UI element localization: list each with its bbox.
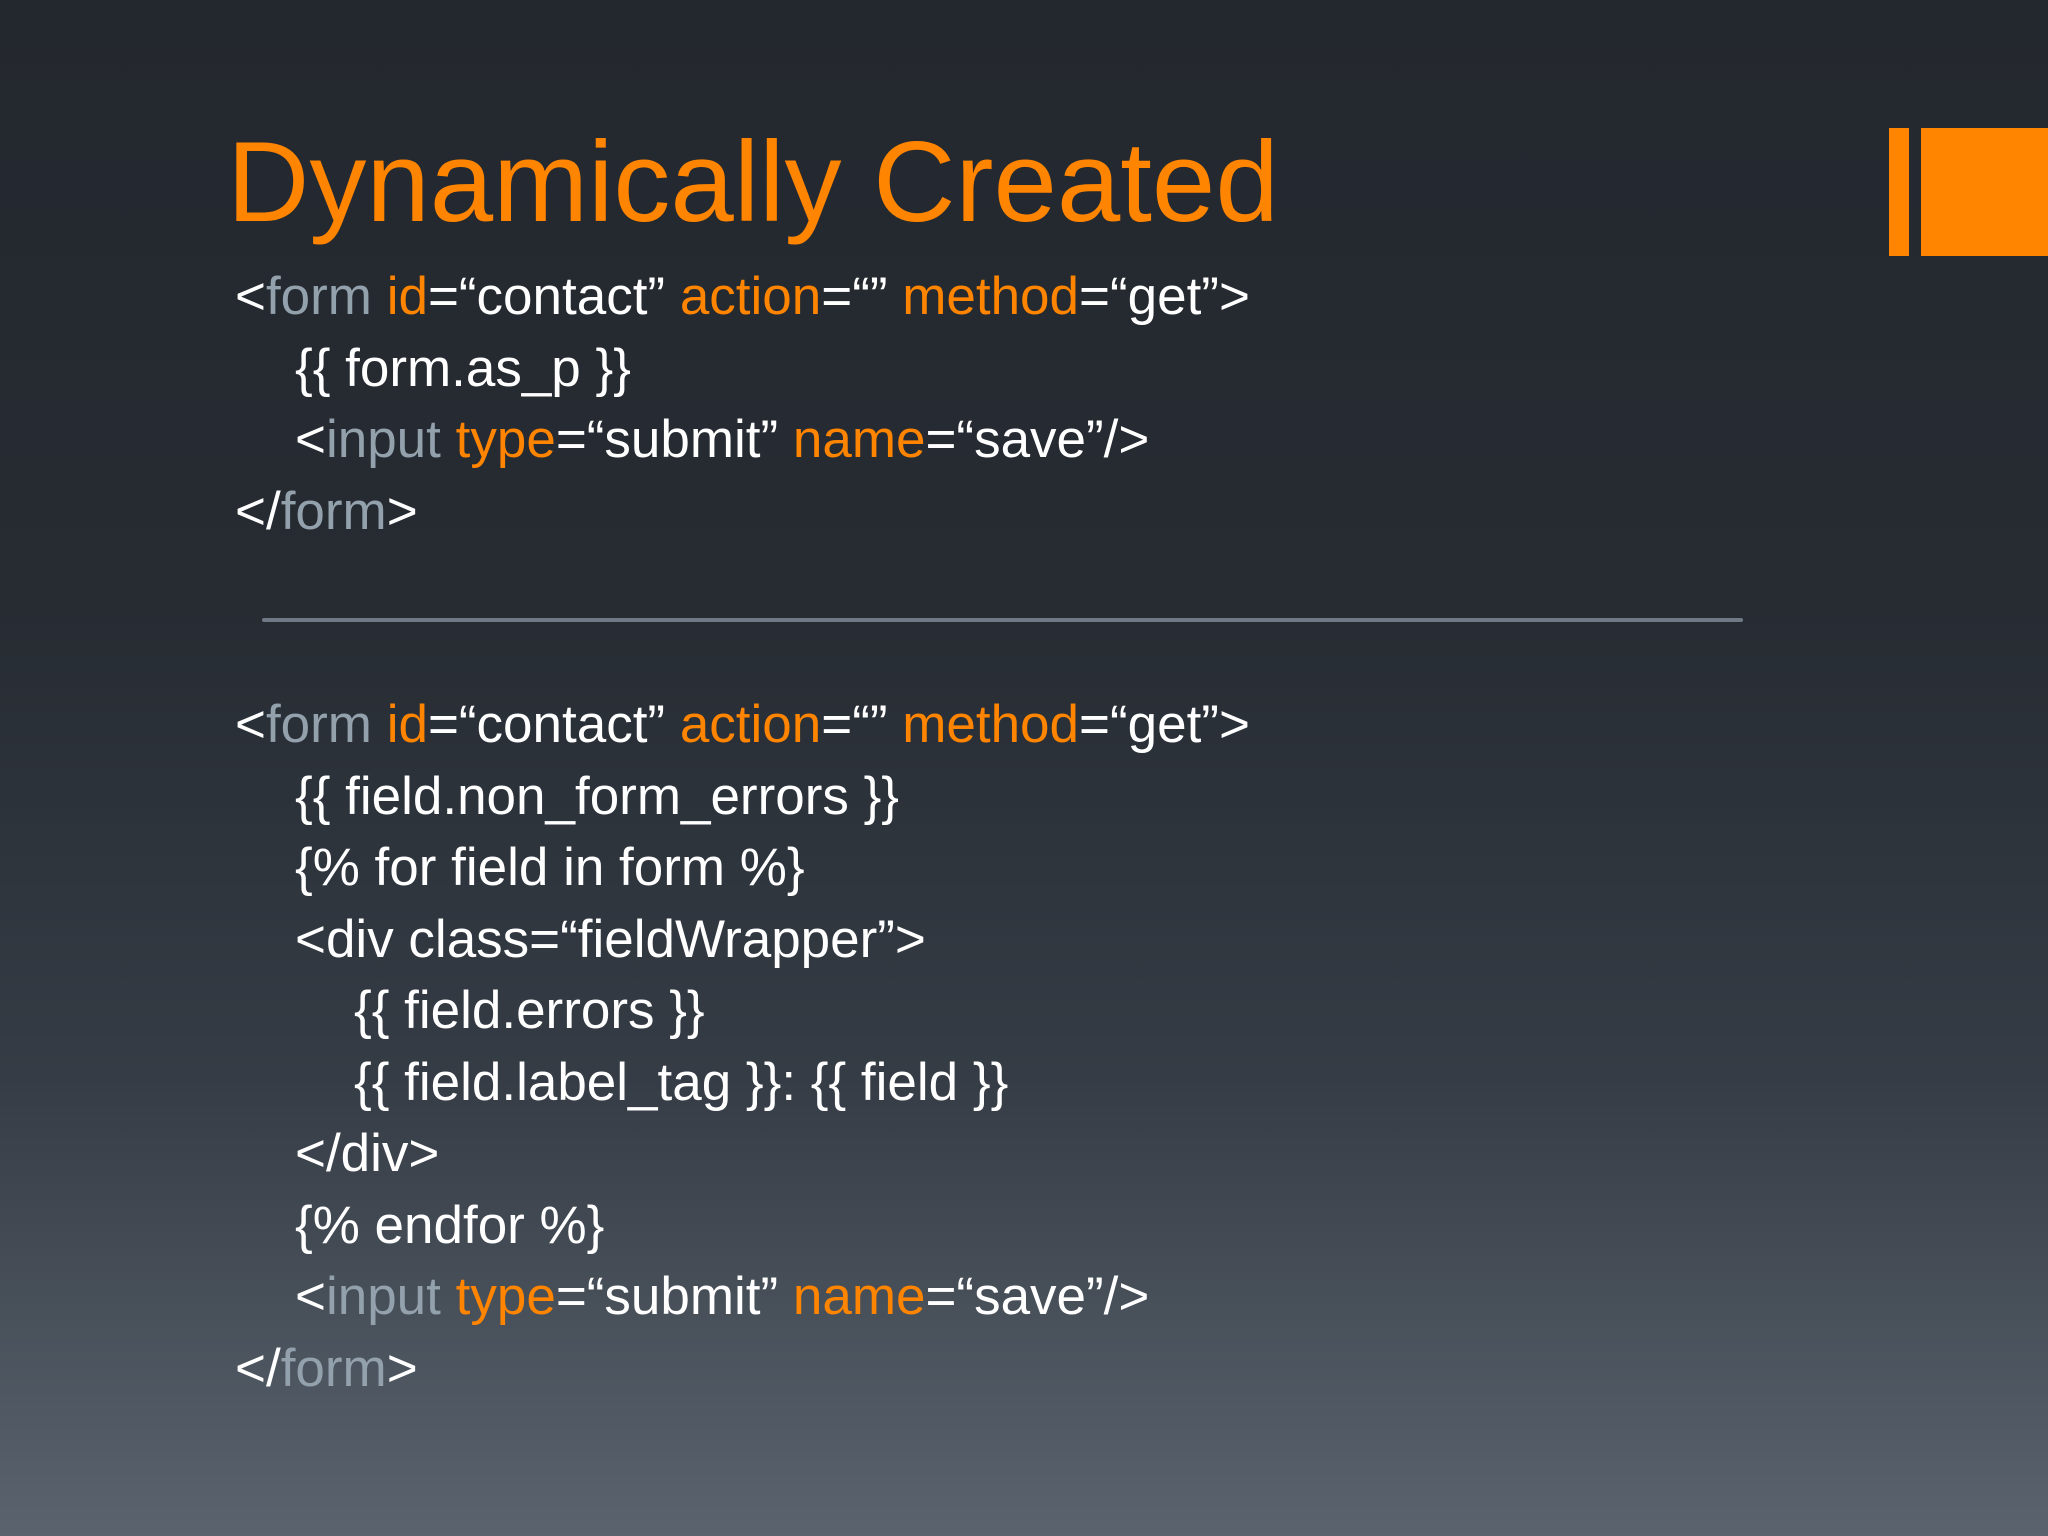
code-text: {% endfor %} [295,1195,605,1255]
code-attribute-name: type [455,1267,556,1326]
code-text: > [386,1338,418,1398]
code-text: =“get”> [1079,695,1250,754]
code-attribute-name: action [679,267,822,326]
code-line: <form id=“contact” action=“” method=“get… [235,689,1250,761]
code-line: {% endfor %} [235,1190,1250,1262]
code-attribute-name: id [386,695,428,754]
code-text: {% for field in form %} [295,838,805,897]
code-text: < [295,410,326,469]
code-block-simple-form: <form id=“contact” action=“” method=“get… [235,261,1250,547]
code-text: =“contact” [427,267,680,326]
code-text: < [295,1267,326,1326]
code-line: <form id=“contact” action=“” method=“get… [235,261,1250,333]
code-tag-name: input [325,1267,441,1326]
code-attribute-name: name [792,410,926,469]
code-line: {% for field in form %} [235,832,1250,904]
code-text: =“save”/> [925,410,1150,469]
code-attribute-name: method [902,695,1080,754]
code-line: </form> [235,1333,1250,1405]
code-text: < [235,267,266,326]
code-text [372,267,387,326]
code-tag-name: input [325,410,441,469]
code-line: {{ form.as_p }} [235,333,1250,405]
section-divider [262,618,1743,622]
code-block-dynamic-form: <form id=“contact” action=“” method=“get… [235,689,1250,1404]
code-line: </form> [235,476,1250,548]
code-attribute-name: method [902,267,1080,326]
code-line: {{ field.label_tag }}: {{ field }} [235,1047,1250,1119]
code-line: </div> [235,1118,1250,1190]
code-text: =“save”/> [925,1267,1150,1326]
code-text [441,410,456,469]
code-text: < [235,695,266,754]
code-attribute-name: type [455,410,556,469]
code-line: <div class=“fieldWrapper”> [235,904,1250,976]
code-tag-name: form [280,1338,387,1398]
code-text: =“submit” [555,1267,793,1326]
accent-bar-thin [1889,128,1909,256]
code-text: </ [235,481,281,541]
accent-bar-block [1921,128,2048,256]
code-text: </ [235,1338,281,1398]
code-line: <input type=“submit” name=“save”/> [235,404,1250,476]
slide-title: Dynamically Created [227,119,1279,246]
code-tag-name: form [265,267,372,326]
code-text: =“submit” [555,410,793,469]
code-line: {{ field.non_form_errors }} [235,761,1250,833]
code-text: <div class=“fieldWrapper”> [295,909,926,969]
code-text: =“” [821,267,903,326]
code-attribute-name: id [386,267,428,326]
code-text: </div> [295,1124,440,1183]
code-text: =“contact” [427,695,680,754]
code-text: =“” [821,695,903,754]
code-text: > [386,481,418,541]
code-text: {{ field.non_form_errors }} [295,766,899,826]
code-text [441,1267,456,1326]
code-text [372,695,387,754]
code-line: <input type=“submit” name=“save”/> [235,1261,1250,1333]
code-tag-name: form [280,481,387,541]
code-attribute-name: action [679,695,822,754]
code-text: {{ form.as_p }} [295,338,631,398]
code-text: {{ field.errors }} [354,981,705,1040]
code-text: {{ field.label_tag }}: {{ field }} [354,1052,1009,1112]
code-attribute-name: name [792,1267,926,1326]
code-text: =“get”> [1079,267,1250,326]
code-tag-name: form [265,695,372,754]
code-line: {{ field.errors }} [235,975,1250,1047]
